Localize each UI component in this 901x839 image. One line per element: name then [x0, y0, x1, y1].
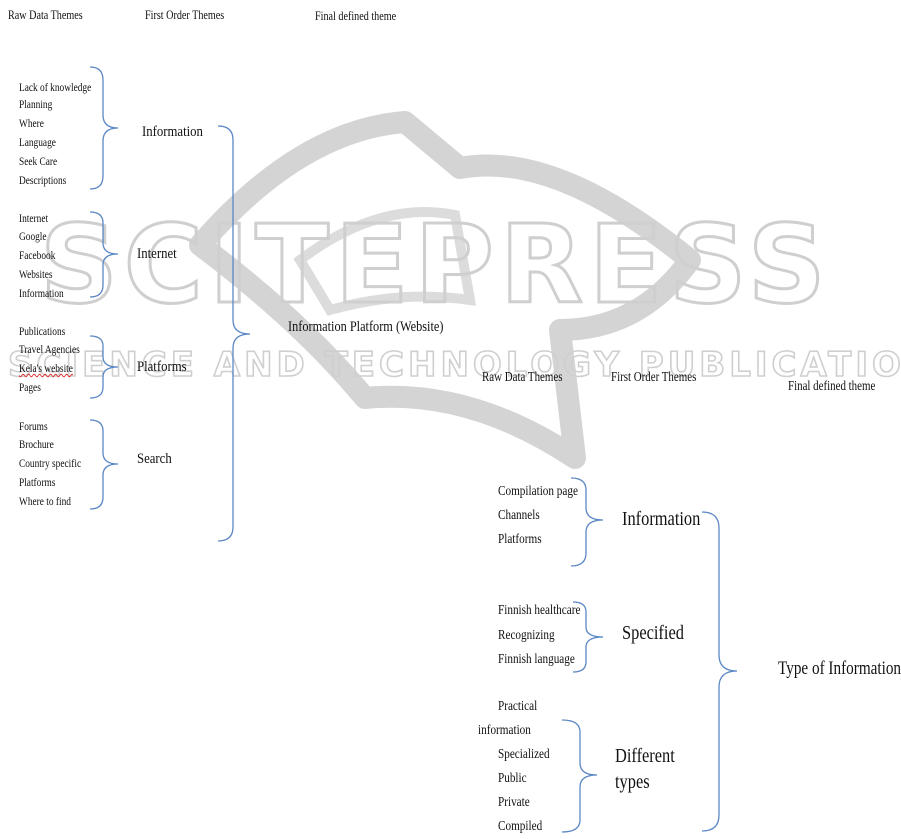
d1-raw-item: Pages	[19, 380, 41, 394]
d2-first-theme-different-line2: types	[615, 771, 650, 793]
d1-raw-item: Internet	[19, 211, 49, 225]
d2-raw-item: information	[478, 723, 531, 738]
brace-d1-information	[89, 66, 119, 190]
d1-first-theme-information: Information	[142, 124, 203, 140]
d2-raw-item: Recognizing	[498, 628, 555, 643]
d1-first-theme-search: Search	[137, 451, 172, 467]
d1-raw-item: Information	[19, 286, 64, 300]
d1-raw-item: Seek Care	[19, 154, 58, 168]
watermark-logo-icon	[189, 111, 701, 469]
d1-raw-item: Platforms	[19, 475, 56, 489]
d1-raw-item: Descriptions	[19, 173, 67, 187]
d1-final-theme: Information Platform (Website)	[288, 319, 444, 335]
d2-raw-item: Practical	[498, 699, 538, 714]
d2-raw-item: Specialized	[498, 747, 550, 762]
d2-raw-item: Finnish healthcare	[498, 603, 581, 618]
d1-raw-item: Publications	[19, 324, 66, 338]
d1-raw-item: Country specific	[19, 456, 82, 470]
d1-raw-item: Google	[19, 229, 47, 243]
d2-raw-item: Compiled	[498, 819, 543, 834]
d1-first-theme-platforms: Platforms	[137, 359, 187, 375]
d1-header-final: Final defined theme	[315, 8, 397, 23]
brace-d1-search	[89, 419, 119, 510]
brace-d1-platforms	[89, 335, 119, 399]
d1-raw-item: Where to find	[19, 494, 71, 508]
d2-first-theme-specified: Specified	[622, 622, 684, 644]
d1-raw-item: Where	[19, 116, 44, 130]
d2-raw-item: Public	[498, 771, 527, 786]
d2-raw-item: Compilation page	[498, 484, 578, 499]
d1-header-first: First Order Themes	[145, 7, 225, 22]
d1-header-raw: Raw Data Themes	[8, 7, 83, 22]
d2-raw-item: Finnish language	[498, 652, 575, 667]
d1-raw-item: Planning	[19, 97, 53, 111]
brace-d2-final	[701, 511, 738, 832]
d2-raw-item: Platforms	[498, 532, 542, 547]
watermark-subtitle: SCIENCE AND TECHNOLOGY PUBLICATIONS	[8, 345, 901, 385]
brace-d1-internet	[89, 211, 119, 298]
brace-d2-information	[570, 477, 604, 567]
d2-raw-item: Channels	[498, 508, 540, 523]
d2-header-raw: Raw Data Themes	[482, 370, 563, 385]
d2-raw-item: Private	[498, 795, 530, 810]
d1-raw-item: Brochure	[19, 437, 54, 451]
d2-header-first: First Order Themes	[611, 370, 697, 385]
d1-raw-item: Facebook	[19, 248, 56, 262]
d2-header-final: Final defined theme	[788, 379, 876, 394]
watermark-title: SCITEPRESS	[40, 203, 831, 328]
d1-raw-item: Kela's website	[19, 361, 73, 375]
brace-d1-final	[217, 125, 251, 542]
d1-raw-item: Lack of knowledge	[19, 80, 92, 94]
brace-d2-specified	[572, 601, 604, 673]
d1-raw-item: Websites	[19, 267, 53, 281]
brace-d2-different	[561, 719, 598, 833]
d1-raw-item: Travel Agencies	[19, 342, 80, 356]
d2-first-theme-different-line1: Different	[615, 745, 675, 767]
d1-raw-item: Forums	[19, 419, 48, 433]
d2-first-theme-information: Information	[622, 508, 701, 530]
d1-raw-item: Language	[19, 135, 56, 149]
d2-final-theme: Type of Information	[778, 658, 901, 679]
d1-first-theme-internet: Internet	[137, 246, 177, 262]
